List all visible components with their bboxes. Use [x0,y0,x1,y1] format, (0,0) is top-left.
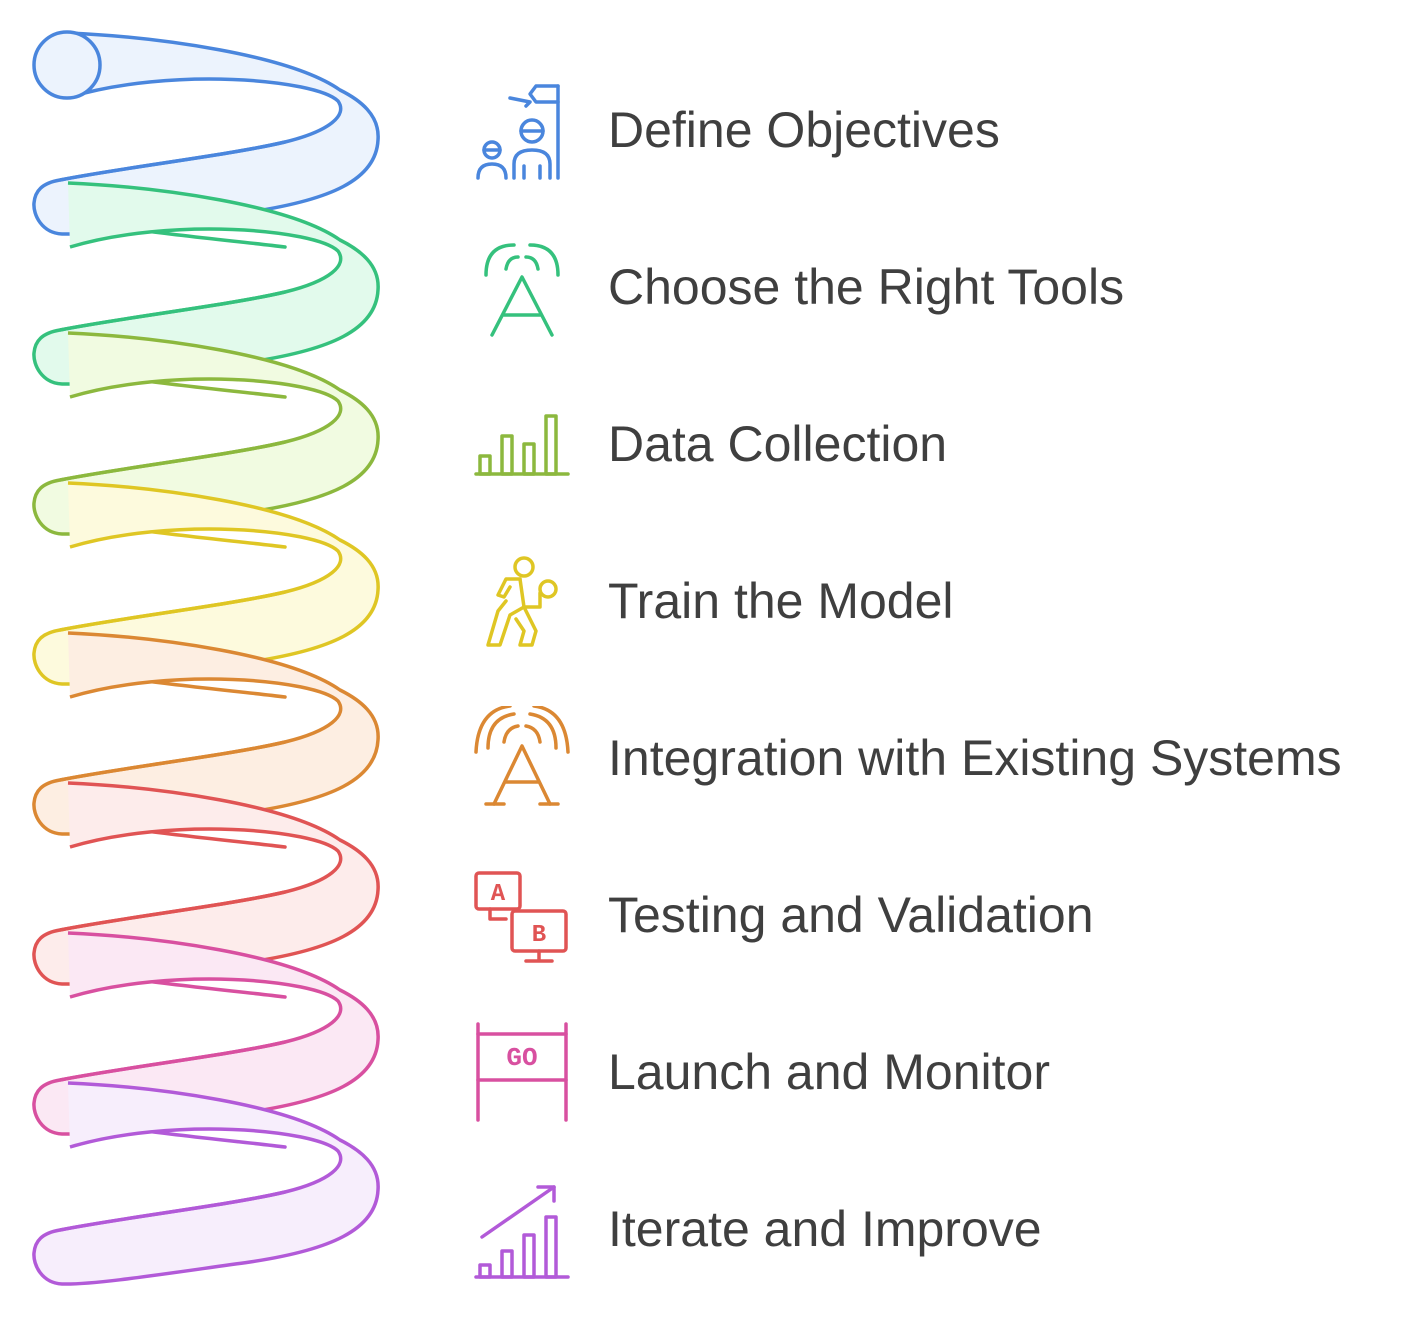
spring-coil-6 [32,781,380,986]
broadcast-a-icon [470,706,574,810]
step-integration: Integration with Existing Systems [470,703,1410,813]
step-label: Integration with Existing Systems [608,730,1342,786]
step-choose-tools: Choose the Right Tools [470,232,1410,342]
step-label: Iterate and Improve [608,1201,1042,1257]
step-iterate: Iterate and Improve [470,1174,1410,1284]
step-label: Data Collection [608,416,948,472]
spring-coil-7 [32,931,380,1136]
step-label: Launch and Monitor [608,1044,1050,1100]
spring-coil-2 [32,181,380,386]
exercise-person-icon [470,549,574,653]
spiral-spring [32,30,380,1286]
step-train-model: Train the Model [470,546,1410,656]
go-sign-icon: GO [470,1020,574,1124]
ab-letter-a: A [491,881,506,908]
wireless-a-icon [470,235,574,339]
step-label: Train the Model [608,573,954,629]
spring-coil-4 [32,481,380,686]
spring-end-cap [32,30,102,100]
growth-chart-icon [470,1177,574,1281]
step-data-collection: Data Collection [470,389,1410,499]
spring-coil-3 [32,331,380,536]
ab-letter-b: B [532,922,546,949]
step-testing: A B Testing and Validation [470,860,1410,970]
step-label: Define Objectives [608,102,1000,158]
ab-test-monitor-icon: A B [470,863,574,967]
go-text: GO [506,1043,537,1073]
step-label: Choose the Right Tools [608,259,1125,315]
flag-person-icon [470,78,574,182]
bar-chart-icon [470,392,574,496]
spring-coil-5 [32,631,380,836]
step-launch: GO Launch and Monitor [470,1017,1410,1127]
step-label: Testing and Validation [608,887,1094,943]
spring-coil-8 [32,1081,380,1286]
step-define-objectives: Define Objectives [470,75,1410,185]
spring-coil-1 [32,31,380,236]
